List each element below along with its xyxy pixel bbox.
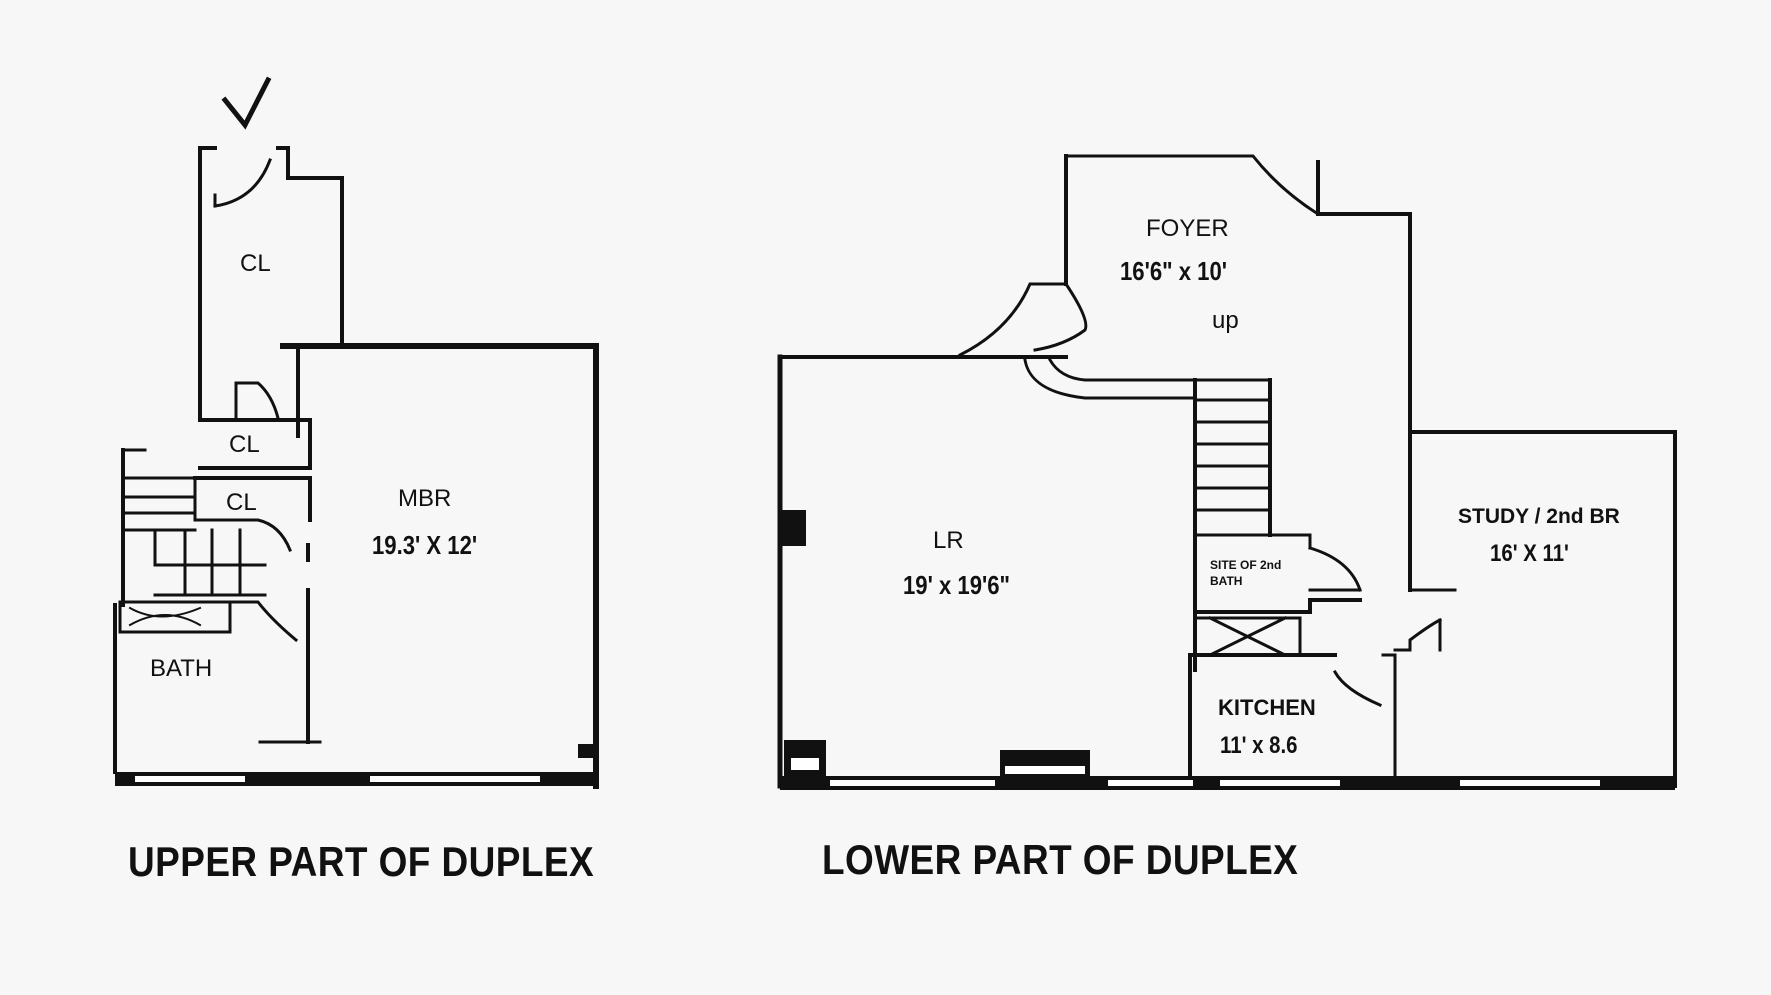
room-label-closet-low: CL xyxy=(226,489,257,516)
room-label-kitchen: KITCHEN xyxy=(1218,695,1316,720)
stair-direction-label: up xyxy=(1212,307,1239,334)
room-label-closet-mid: CL xyxy=(229,431,260,458)
room-label-site-of-2nd-bath-line1: SITE OF 2nd xyxy=(1210,558,1282,572)
room-dimension-foyer: 16'6" x 10' xyxy=(1120,256,1228,286)
room-label-mbr: MBR xyxy=(398,485,452,512)
lower-plan xyxy=(777,154,1677,790)
room-label-site-of-2nd-bath-line2: BATH xyxy=(1210,574,1243,588)
room-label-closet-top: CL xyxy=(240,250,271,277)
room-dimension-study: 16' X 11' xyxy=(1490,540,1569,567)
room-label-lr: LR xyxy=(933,527,964,554)
room-dimension-mbr: 19.3' X 12' xyxy=(372,530,478,560)
room-label-foyer: FOYER xyxy=(1146,215,1229,242)
upper-plan xyxy=(113,76,599,789)
room-dimension-kitchen: 11' x 8.6 xyxy=(1220,732,1298,759)
room-label-bath: BATH xyxy=(150,655,213,682)
lower-plan-title: LOWER PART OF DUPLEX xyxy=(822,836,1299,883)
upper-plan-title: UPPER PART OF DUPLEX xyxy=(128,838,595,885)
room-label-study: STUDY / 2nd BR xyxy=(1458,505,1620,528)
checkmark-icon xyxy=(221,76,272,130)
room-dimension-lr: 19' x 19'6" xyxy=(903,570,1011,600)
